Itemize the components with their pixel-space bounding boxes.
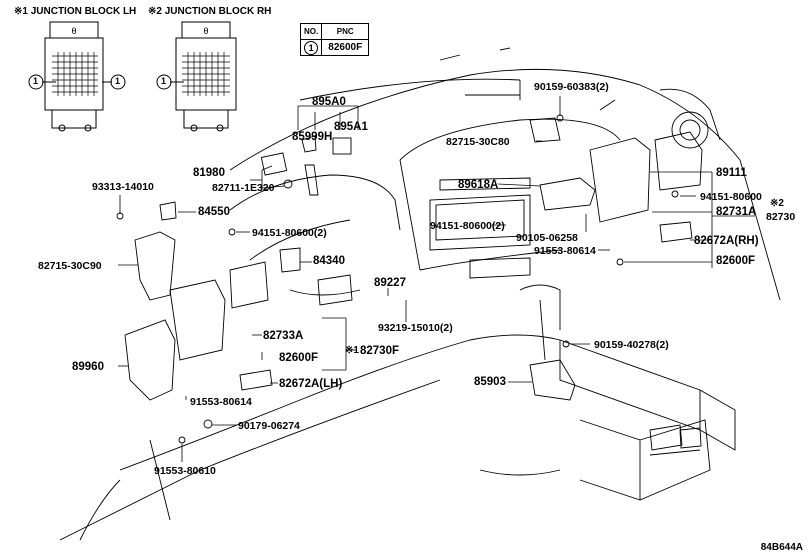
- part-label[interactable]: 89111: [716, 167, 747, 179]
- part-label[interactable]: 82672A(LH): [279, 378, 343, 390]
- part-label[interactable]: 89227: [374, 277, 406, 289]
- pnc-row-no: 1: [299, 39, 323, 56]
- part-label[interactable]: 94151-80600: [700, 191, 762, 203]
- circle-marker-label: 1: [161, 76, 167, 86]
- circle-marker-icon: [156, 74, 172, 90]
- circle-marker-icon: [110, 74, 126, 90]
- pnc-col-no: NO.: [299, 23, 323, 40]
- part-label[interactable]: 94151-80600(2): [430, 220, 505, 232]
- circle-marker-icon: 1: [304, 40, 319, 55]
- part-label[interactable]: 91553-80614: [534, 245, 596, 257]
- part-label[interactable]: 895A0: [312, 96, 346, 108]
- part-label[interactable]: 85999H: [292, 131, 333, 143]
- part-label[interactable]: 84340: [313, 255, 345, 267]
- part-label[interactable]: 93219-15010(2): [378, 322, 453, 334]
- part-label[interactable]: 82715-30C90: [38, 260, 102, 272]
- circle-marker-icon: [28, 74, 44, 90]
- junction-block-lh-title: ※1 JUNCTION BLOCK LH: [14, 6, 137, 17]
- junction-block-lh-mark: ※1: [345, 345, 359, 356]
- part-label[interactable]: 90179-06274: [238, 420, 300, 432]
- part-label[interactable]: 82730: [766, 211, 796, 223]
- part-label[interactable]: 89618A: [458, 179, 499, 191]
- part-label[interactable]: 85903: [474, 376, 506, 388]
- part-label[interactable]: 82600F: [716, 255, 756, 267]
- component-sketches: [116, 114, 703, 444]
- svg-text:θ: θ: [203, 26, 208, 36]
- junction-block-rh-drawing: θ: [170, 21, 237, 132]
- pnc-col-pnc: PNC: [321, 23, 370, 40]
- part-label[interactable]: 84550: [198, 206, 230, 218]
- part-label[interactable]: 82730F: [360, 345, 400, 357]
- part-label[interactable]: 91553-80614: [190, 396, 252, 408]
- part-label[interactable]: 90159-40278(2): [594, 339, 669, 351]
- circle-marker-label: 1: [33, 76, 39, 86]
- part-label[interactable]: 93313-14010: [92, 181, 154, 193]
- pnc-table: NO. PNC 1 82600F: [299, 23, 370, 56]
- junction-block-rh-mark: ※2: [770, 198, 784, 209]
- part-label[interactable]: 82731A: [716, 206, 757, 218]
- part-label[interactable]: 895A1: [334, 121, 368, 133]
- svg-text:θ: θ: [71, 26, 76, 36]
- figure-number: 84B644A: [760, 542, 803, 553]
- part-label[interactable]: 82715-30C80: [446, 136, 510, 148]
- circle-marker-label: 1: [115, 76, 121, 86]
- leader-lines: [118, 96, 755, 462]
- part-label[interactable]: 82600F: [279, 352, 319, 364]
- part-label[interactable]: 82711-1E320: [212, 182, 275, 194]
- junction-block-rh-title: ※2 JUNCTION BLOCK RH: [148, 6, 272, 17]
- part-label[interactable]: 82672A(RH): [694, 235, 759, 247]
- part-label[interactable]: 82733A: [263, 330, 304, 342]
- junction-block-lh-drawing: θ: [42, 21, 112, 132]
- part-label[interactable]: 81980: [193, 167, 225, 179]
- part-label[interactable]: 90105-06258: [516, 232, 578, 244]
- part-label[interactable]: 94151-80600(2): [252, 227, 327, 239]
- part-label[interactable]: 89960: [72, 361, 104, 373]
- part-label[interactable]: 91553-80610: [154, 465, 216, 477]
- pnc-row-value: 82600F: [321, 39, 370, 56]
- dashboard-outline: [59, 47, 781, 541]
- part-label[interactable]: 90159-60383(2): [534, 81, 609, 93]
